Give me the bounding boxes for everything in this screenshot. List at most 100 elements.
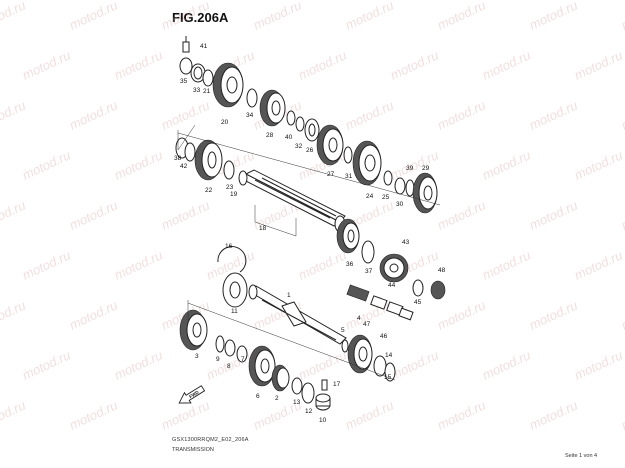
callout-47: 47 <box>363 321 371 328</box>
watermark-text: motod.ru <box>480 347 533 382</box>
watermark-text: motod.ru <box>480 147 533 182</box>
part-28-gear <box>259 89 286 127</box>
watermark-text: motod.ru <box>388 347 441 382</box>
watermark-text: motod.ru <box>343 97 396 132</box>
countershaft-assembly <box>175 36 446 321</box>
callout-24: 24 <box>366 193 374 200</box>
callout-13: 13 <box>293 399 301 406</box>
watermark-text: motod.ru <box>20 247 73 282</box>
callout-43: 43 <box>402 239 410 246</box>
callout-2: 2 <box>275 395 279 402</box>
watermark-text: motod.ru <box>0 197 28 232</box>
watermark-text: motod.ru <box>296 247 349 282</box>
callout-26: 26 <box>306 147 314 154</box>
callout-34: 34 <box>246 112 254 119</box>
watermark-text: motod.ru <box>619 197 625 232</box>
callout-11: 11 <box>231 308 238 315</box>
part-37-seal <box>361 240 375 264</box>
watermark-text: motod.ru <box>296 47 349 82</box>
part-9-washer <box>215 335 225 353</box>
callout-7: 7 <box>241 356 245 363</box>
callout-6: 6 <box>256 393 260 400</box>
watermark-text: motod.ru <box>388 47 441 82</box>
callout-27: 27 <box>327 171 335 178</box>
watermark-text: motod.ru <box>67 0 120 33</box>
part-32-ring <box>295 116 305 132</box>
bracket-upper <box>177 124 196 151</box>
part-26-bearing <box>304 118 320 142</box>
callout-36: 36 <box>346 261 354 268</box>
callout-29: 29 <box>422 165 430 172</box>
watermark-text: motod.ru <box>619 0 625 33</box>
callout-20: 20 <box>221 119 229 126</box>
watermark-text: motod.ru <box>619 297 625 332</box>
callout-19: 19 <box>230 191 238 198</box>
callout-48: 48 <box>438 267 446 274</box>
callout-25: 25 <box>382 194 390 201</box>
callout-44: 44 <box>388 282 396 289</box>
callout-42: 42 <box>180 163 188 170</box>
callout-16: 16 <box>225 243 233 250</box>
callout-17: 17 <box>333 381 341 388</box>
watermark-text: motod.ru <box>159 197 212 232</box>
watermark-text: motod.ru <box>572 247 625 282</box>
watermark-text: motod.ru <box>20 347 73 382</box>
callout-5: 5 <box>341 327 345 334</box>
part-36-bearing <box>336 218 360 254</box>
part-48-nut <box>430 280 446 300</box>
callout-46: 46 <box>380 333 388 340</box>
callout-9: 9 <box>216 356 220 363</box>
callout-4: 4 <box>357 315 361 322</box>
watermark-text: motod.ru <box>527 97 580 132</box>
watermark-text: motod.ru <box>572 147 625 182</box>
part-6-gear <box>248 345 276 387</box>
callout-21: 21 <box>203 88 211 95</box>
watermark-text: motod.ru <box>67 297 120 332</box>
part-4-gear <box>347 334 373 374</box>
part-25-washer <box>383 170 393 186</box>
callout-3: 3 <box>195 353 199 360</box>
part-46-chain <box>346 284 414 321</box>
part-11-bearing <box>222 272 248 308</box>
part-35-bushing <box>179 57 193 75</box>
watermark-text: motod.ru <box>0 97 28 132</box>
watermark-text: motod.ru <box>435 297 488 332</box>
part-31-washer <box>343 146 353 164</box>
part-7-ring <box>236 345 248 363</box>
part-30-ring <box>394 177 406 195</box>
watermark-text: motod.ru <box>572 347 625 382</box>
callout-37: 37 <box>365 268 373 275</box>
callout-32: 32 <box>295 143 303 150</box>
watermark-text: motod.ru <box>435 97 488 132</box>
watermark-text: motod.ru <box>67 97 120 132</box>
part-40-washer <box>286 110 296 126</box>
part-8-bushing <box>224 339 236 357</box>
callout-28: 28 <box>266 132 274 139</box>
watermark-layer: motod.ru motod.ru motod.ru motod.ru motod.ru… <box>0 0 625 433</box>
page-indicator: Seite 1 von 4 <box>565 453 598 459</box>
callout-1: 1 <box>287 292 291 299</box>
part-12-ring <box>301 382 315 404</box>
callout-33: 33 <box>193 87 201 94</box>
watermark-text: motod.ru <box>20 47 73 82</box>
callout-30: 30 <box>396 201 404 208</box>
watermark-text: motod.ru <box>527 297 580 332</box>
figure-title: FIG.206A <box>172 10 229 25</box>
watermark-text: motod.ru <box>435 0 488 33</box>
watermark-text: motod.ru <box>159 97 212 132</box>
callout-15: 15 <box>384 374 392 381</box>
callout-22: 22 <box>205 187 213 194</box>
watermark-text: motod.ru <box>480 247 533 282</box>
part-27-gear <box>316 124 344 166</box>
part-23-washer <box>223 160 235 180</box>
part-41-bolt <box>182 36 190 53</box>
watermark-text: motod.ru <box>112 47 165 82</box>
watermark-text: motod.ru <box>0 397 28 432</box>
part-42-washer <box>184 142 196 162</box>
footer-diagram-code: GSX1300RRQM2_E02_206A <box>172 437 249 443</box>
watermark-text: motod.ru <box>527 0 580 33</box>
watermark-text: motod.ru <box>343 0 396 33</box>
watermark-text: motod.ru <box>20 147 73 182</box>
callout-35: 35 <box>180 78 188 85</box>
